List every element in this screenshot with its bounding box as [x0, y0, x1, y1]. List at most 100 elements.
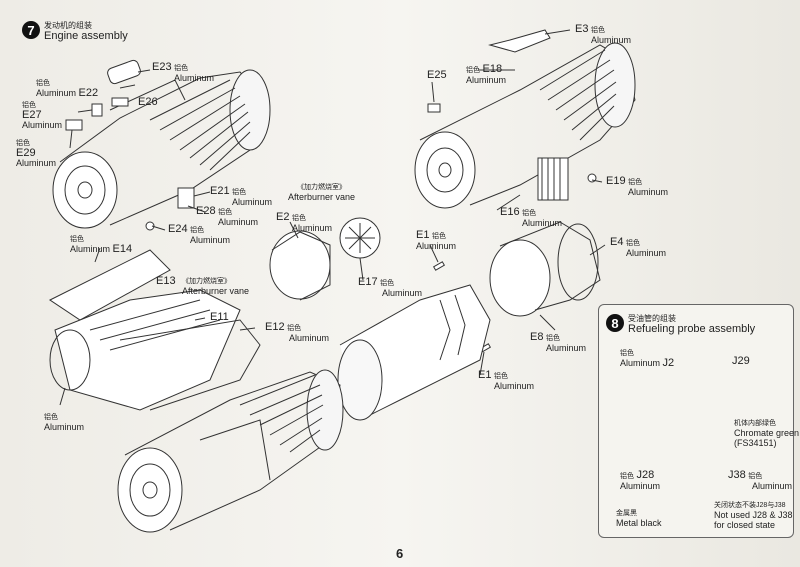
label-e11: E11 [210, 311, 229, 323]
code-e22: E22 [78, 87, 99, 99]
code-e23: E23 [152, 61, 172, 73]
en-e21: Aluminum [232, 197, 273, 207]
en-e18: Aluminum [466, 75, 507, 85]
en-j28: Aluminum [620, 481, 661, 491]
en-note-1: Not used J28 & J38 [714, 510, 793, 520]
label-afterburner-vane-1: 《加力燃烧室》Afterburner vane [288, 184, 355, 202]
code-e11: E11 [210, 311, 229, 323]
code-j28: J28 [636, 469, 655, 481]
en-vane-2: Afterburner vane [182, 286, 250, 296]
zh-metal: 金属黑 [616, 510, 637, 517]
code-e27: E27 [22, 109, 42, 121]
code-e4: E4 [610, 236, 624, 248]
en-e28: Aluminum [218, 217, 259, 227]
en-vane-1: Afterburner vane [288, 192, 356, 202]
en-e27: Aluminum [22, 120, 63, 130]
code-e21: E21 [210, 185, 230, 197]
en-e29: Aluminum [16, 158, 57, 168]
zh-e8: 铝色 [545, 335, 560, 342]
zh-e28: 铝色 [218, 209, 233, 216]
code-e25: E25 [427, 69, 447, 81]
en-metal: Metal black [616, 518, 662, 528]
zh-vane-2: 《加力燃烧室》 [182, 278, 231, 285]
code-e26: E26 [138, 96, 158, 108]
zh-j2: 铝色 [620, 350, 634, 357]
zh-j38: 铝色 [748, 473, 763, 480]
en-e3: Aluminum [591, 35, 632, 45]
refueling-probe-panel [598, 304, 794, 538]
code-e13: E13 [156, 275, 176, 287]
code-e29: E29 [16, 147, 36, 159]
zh-vane-1: 《加力燃烧室》 [297, 184, 347, 191]
step-7-title-en: Engine assembly [44, 30, 128, 42]
zh-e23: 铝色 [174, 65, 189, 72]
page-number: 6 [396, 546, 404, 561]
en-e1-bottom: Aluminum [494, 381, 535, 391]
zh-e14: 铝色 [70, 236, 84, 243]
label-e25: E25 [427, 69, 447, 81]
en-e24: Aluminum [190, 235, 231, 245]
step-8-title-en: Refueling probe assembly [628, 323, 756, 335]
zh-e22: 铝色 [36, 80, 50, 87]
code-e17: E17 [358, 276, 378, 288]
zh-e4: 铝色 [625, 240, 640, 247]
code-e3: E3 [575, 23, 589, 35]
en-e12: Aluminum [289, 333, 330, 343]
en-e14: Aluminum [70, 244, 111, 254]
label-e26: E26 [138, 96, 158, 108]
assembled-engine [117, 369, 344, 533]
en-j2: Aluminum [620, 358, 661, 368]
en-e8: Aluminum [546, 343, 587, 353]
zh-e3: 铝色 [590, 27, 605, 34]
zh-alu-bottom: 铝色 [44, 414, 58, 421]
zh-note: 关闭状态不装J28与J38 [714, 502, 786, 509]
zh-e1-top: 铝色 [431, 233, 446, 240]
en-e17: Aluminum [382, 288, 423, 298]
step-8-number: 8 [606, 314, 624, 332]
zh-j28: 铝色 [620, 473, 634, 480]
en-e22: Aluminum [36, 88, 77, 98]
step-7-title-zh: 发动机的组装 [44, 21, 92, 30]
code-j2: J2 [662, 357, 675, 369]
en-green: Chromate green [734, 428, 800, 438]
en-e4: Aluminum [626, 248, 667, 258]
en-e16: Aluminum [522, 218, 563, 228]
label-e13: E13 [156, 275, 176, 287]
front-engine-section-right [414, 29, 636, 209]
front-engine-section-left [52, 69, 271, 229]
zh-e29: 铝色 [16, 140, 30, 147]
en-alu-bottom: Aluminum [44, 422, 85, 432]
en-j38: Aluminum [752, 481, 793, 491]
code-e19: E19 [606, 175, 626, 187]
en-note-2: for closed state [714, 520, 776, 530]
zh-e18: 铝色 [466, 67, 480, 74]
zh-e19: 铝色 [628, 179, 643, 186]
code-e8: E8 [530, 331, 544, 343]
code-e1-top: E1 [416, 229, 430, 241]
en-e23: Aluminum [174, 73, 215, 83]
label-j29: J29 [732, 356, 750, 367]
